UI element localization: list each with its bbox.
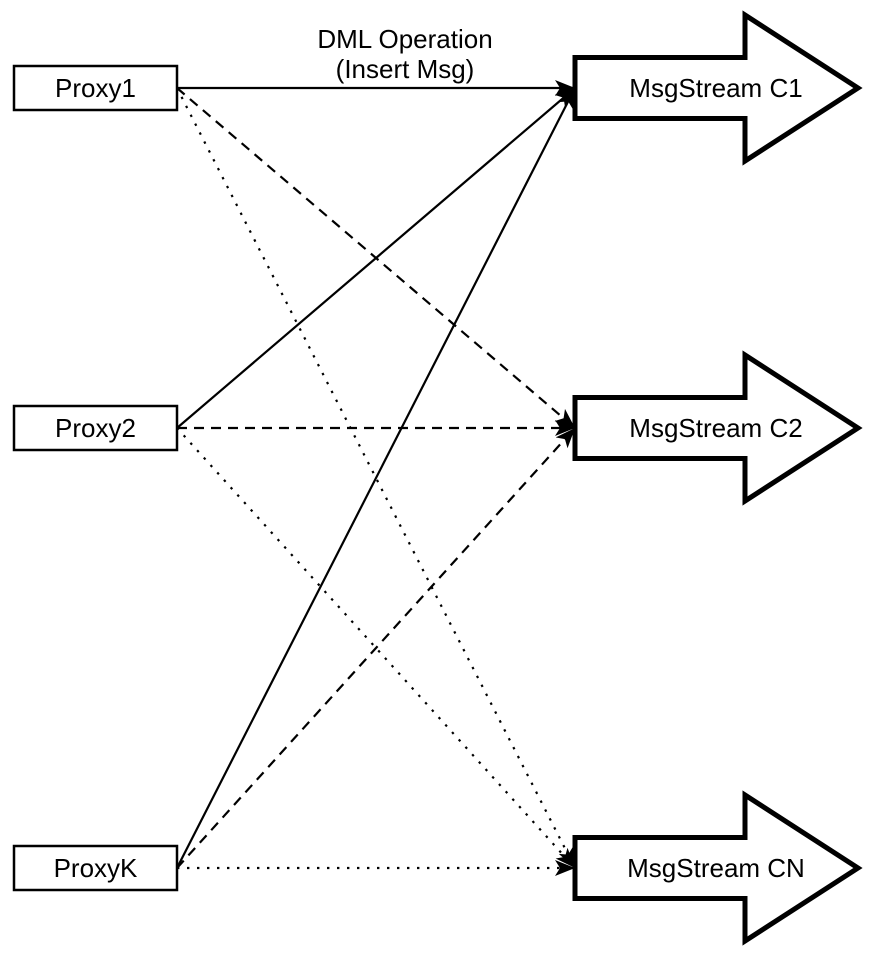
connection-proxyk-to-c1	[176, 87, 576, 869]
proxy2-box	[12, 404, 179, 452]
msgstream-cn-label: MsgStream CN	[627, 853, 805, 883]
msgstream-c2-arrow-shape	[572, 350, 863, 506]
connections-layer	[176, 80, 576, 876]
proxy2-label: Proxy2	[55, 413, 136, 443]
node-proxyk: ProxyK	[12, 844, 179, 892]
connection-proxyk-to-c2	[176, 427, 576, 869]
node-proxy2: Proxy2	[12, 404, 179, 452]
node-msgstream-c2: MsgStream C2	[572, 350, 863, 506]
node-msgstream-cn: MsgStream CN	[572, 790, 863, 946]
node-proxy1: Proxy1	[12, 64, 179, 112]
proxy1-box	[12, 64, 179, 112]
proxy1-label: Proxy1	[55, 73, 136, 103]
proxyk-box	[12, 844, 179, 892]
msgstream-cn-arrow-shape	[572, 790, 863, 946]
node-msgstream-c1: MsgStream C1	[572, 10, 863, 166]
msgstream-c1-arrow-shape	[572, 10, 863, 166]
msgstream-c2-label: MsgStream C2	[629, 413, 802, 443]
edge-title-line2: (Insert Msg)	[336, 54, 475, 84]
edge-title-line1: DML Operation	[317, 24, 492, 54]
proxyk-label: ProxyK	[54, 853, 138, 883]
connection-proxy1-to-c2	[176, 87, 576, 429]
msgstream-c1-label: MsgStream C1	[629, 73, 802, 103]
